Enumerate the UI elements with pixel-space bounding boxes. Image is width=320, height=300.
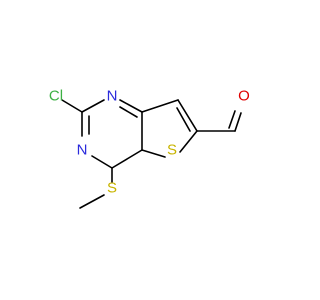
atom-label-n1: N bbox=[107, 88, 118, 105]
bond-n1-c7a bbox=[119, 99, 143, 113]
atom-labels: Cl N N S S O bbox=[49, 88, 250, 197]
bond-s-ch3 bbox=[79, 194, 105, 209]
bond-c4-c4a bbox=[111, 149, 143, 169]
bond-c7-c6 bbox=[177, 99, 198, 132]
bonds bbox=[61, 99, 242, 209]
atom-label-o: O bbox=[238, 88, 250, 105]
bond-cho-o bbox=[234, 112, 242, 132]
bond-c2-cl bbox=[61, 99, 83, 113]
bond-s-c4a bbox=[141, 149, 166, 158]
bond-c7a-c7 bbox=[141, 99, 179, 113]
bond-c7-c6-double bbox=[176, 107, 191, 132]
bond-n1-c7a-double bbox=[119, 106, 138, 118]
molecule-structure: Cl N N S S O bbox=[49, 88, 250, 209]
bond-c2-n1 bbox=[81, 99, 105, 113]
atom-label-s-methyl: S bbox=[107, 180, 117, 197]
atom-label-n3: N bbox=[77, 142, 88, 159]
bond-cho-o-double bbox=[228, 110, 236, 129]
atom-label-cl: Cl bbox=[49, 88, 63, 105]
atom-label-s-ring: S bbox=[167, 142, 177, 159]
structure-canvas: Cl N N S S O bbox=[48, 87, 250, 209]
bond-c6-s bbox=[179, 130, 198, 153]
bond-n3-c4 bbox=[91, 155, 113, 169]
